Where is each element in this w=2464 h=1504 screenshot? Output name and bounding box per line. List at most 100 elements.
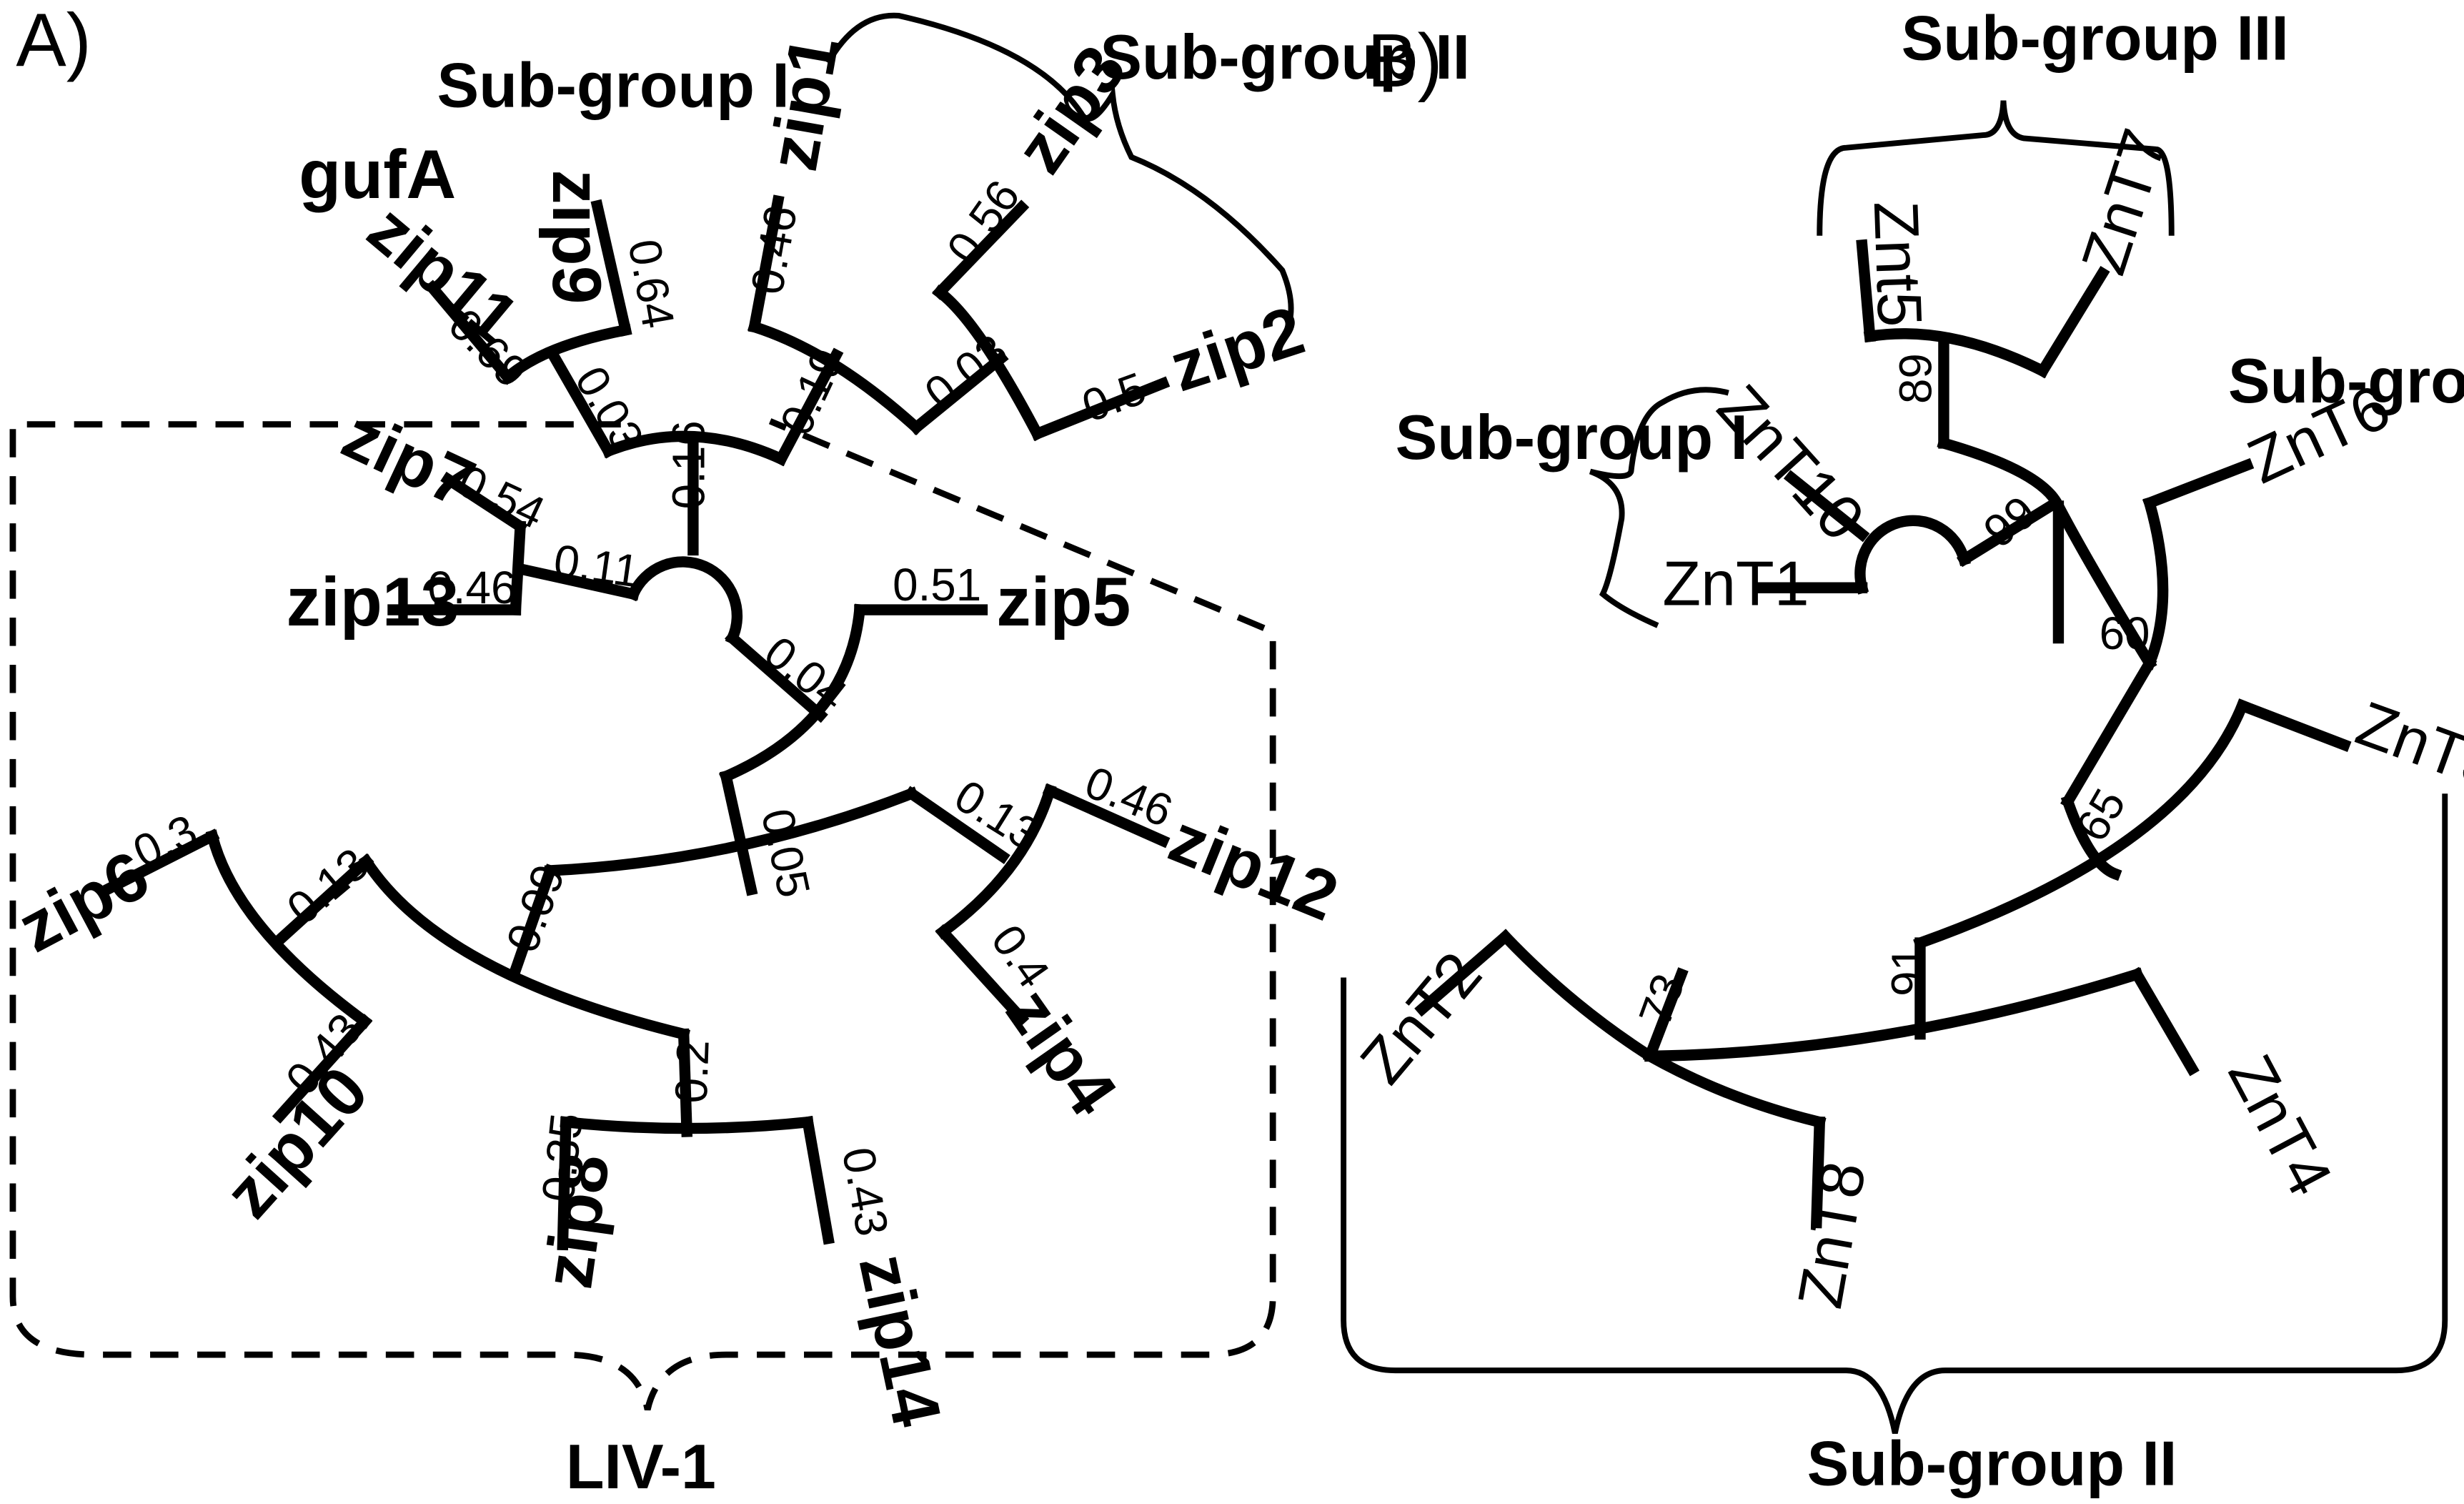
- bl-zip1: 0.46: [741, 202, 807, 298]
- branch-zip6-10-node: [275, 853, 374, 945]
- bl-zip9: 0.64: [618, 235, 684, 332]
- branch-node99: [1956, 498, 2059, 568]
- group-label-subgroup-ii-a: Sub-group II: [1100, 21, 1470, 92]
- bl-zip6-10-node: 0.13: [277, 838, 378, 934]
- branch-lower: [719, 769, 758, 896]
- leaf-gufA: gufA: [299, 136, 456, 213]
- branch-znt10: [1783, 470, 1870, 543]
- branch-znt3: [2235, 698, 2352, 753]
- branch-zip3-2-node: [908, 350, 1009, 435]
- arc-zip8-14: [560, 1116, 814, 1134]
- arc-zip1-clade: [747, 320, 924, 435]
- leaf-zip13: zip13: [286, 563, 459, 640]
- bl-zip14: 0.43: [833, 1144, 898, 1240]
- liv1-dashed-bracket: [9, 418, 1276, 1411]
- arc-node91: [1644, 967, 2144, 1062]
- branch-zip1: [747, 194, 785, 334]
- branch-node73: [1642, 967, 1689, 1064]
- bl-zip8: 0.35: [532, 1111, 592, 1204]
- branch-zip8: [557, 1116, 572, 1251]
- branch-zip8-14-node: [677, 1028, 693, 1137]
- group-label-subgroup-iii: Sub-group III: [1902, 3, 2289, 74]
- bl-lower: 0.05: [752, 804, 820, 901]
- bs-89: 89: [1889, 353, 1941, 404]
- bl-root-top: 0.16: [662, 420, 714, 509]
- leaf-znt3: ZnT3: [2348, 688, 2464, 804]
- panel-a-label: A): [16, 0, 91, 82]
- branch-znt5: [1856, 239, 1876, 342]
- branch-znt8: [1810, 1116, 1826, 1229]
- arc-zip12-4: [935, 783, 1057, 940]
- arc-node65-inner: [2060, 794, 2122, 881]
- branch-znt2: [1414, 929, 1514, 1017]
- leaf-zip2: zip2: [1161, 292, 1313, 407]
- group-label-subgroup-i-a: Sub-group I: [437, 50, 790, 121]
- leaf-zip14: zip14: [845, 1247, 956, 1433]
- bl-zip3: 0.56: [937, 171, 1030, 273]
- arc-zip5-node: [718, 603, 866, 784]
- branch-zip7-13-node: [513, 562, 640, 601]
- branch-left-node: [507, 864, 557, 981]
- panel-b: B): [1341, 3, 2464, 1499]
- panel-b-branches: [1414, 239, 2352, 1229]
- bl-zip8-14-node: 0.2: [665, 1039, 719, 1104]
- arc-zip3-2: [932, 285, 1045, 442]
- leaf-zip9: zip9: [538, 169, 615, 304]
- arc-node89: [1863, 328, 2050, 379]
- panel-a: A): [6, 0, 1470, 1502]
- arc-zip11-9: [500, 323, 632, 385]
- arc-top-node: [601, 430, 789, 467]
- bs-91: 91: [1882, 946, 1933, 996]
- bl-zip5: 0.51: [893, 559, 981, 610]
- bl-zip13: 0.46: [427, 562, 516, 613]
- panel-a-branch-lengths: 0.69 0.64 0.03 0.46 0.56 0.5 0.03 0.19 0…: [125, 171, 1179, 1240]
- panel-b-leaves: Znt5 ZnT7 ZnT10 ZnT1 ZnT6 ZnT3 ZnT2 ZnT8…: [1346, 121, 2464, 1313]
- branch-zip1-clade: [773, 347, 844, 467]
- bl-zip3-2-node: 0.03: [915, 324, 1016, 419]
- branch-znt6: [2142, 457, 2255, 510]
- panel-a-branches: [102, 194, 1171, 1251]
- leaf-znt1: ZnT1: [1662, 548, 1809, 618]
- root-arc-b: [1854, 515, 1971, 595]
- branch-node65: [2060, 655, 2157, 809]
- branch-zip7: [440, 471, 528, 535]
- branch-zip10: [272, 1014, 373, 1124]
- branch-znt7: [2035, 265, 2110, 379]
- branch-zip11-9-node: [545, 347, 616, 459]
- branch-zip2: [1030, 376, 1171, 441]
- arc-lower: [544, 786, 919, 877]
- leaf-zip5: zip5: [996, 563, 1131, 640]
- bl-zip7: 0.54: [450, 455, 552, 539]
- branch-zip5-node: [725, 630, 828, 723]
- leaf-zip8: zip8: [529, 1149, 624, 1292]
- branch-zip11: [424, 279, 516, 385]
- bl-zip2: 0.5: [1075, 362, 1153, 432]
- arc-znt6: [2142, 496, 2169, 671]
- branch-zip14: [801, 1115, 835, 1245]
- group-label-subgroup-i-b: Sub-group I: [1396, 402, 1748, 473]
- bl-zip7-13-node: 0.11: [551, 535, 642, 598]
- branch-zip4: [935, 924, 1030, 1026]
- subgroup-i-bracket-b: [1589, 387, 1729, 628]
- branch-znt4: [2129, 966, 2200, 1077]
- group-label-subgroup-iv: Sub-group IV: [2228, 345, 2464, 416]
- branch-zip6: [102, 828, 220, 896]
- arc-zip7-13: [510, 520, 527, 616]
- branch-zip3: [932, 199, 1030, 300]
- bs-60: 60: [2100, 608, 2150, 659]
- bl-left-node: 0.09: [496, 858, 575, 959]
- arc-zip6-10: [205, 829, 373, 1029]
- group-label-subgroup-ii-b: Sub-group II: [1807, 1428, 2177, 1499]
- subgroup-ii-bracket-b: [1341, 793, 2448, 1434]
- branch-zip12-4-node: [903, 786, 1010, 864]
- arc-node73: [1497, 929, 1827, 1129]
- subgroup-iii-bracket: [1817, 100, 2175, 236]
- subgroup-ii-bracket-a: [825, 12, 1294, 335]
- group-label-liv1: LIV-1: [566, 1431, 716, 1502]
- panel-a-leaves: gufA zip11 zip9 zip1 zip3 zip2 zip7 zip1…: [6, 30, 1348, 1433]
- leaf-znt4: ZnT4: [2215, 1044, 2347, 1207]
- leaf-zip4: zip4: [991, 974, 1131, 1129]
- leaf-znt5: Znt5: [1861, 200, 1936, 328]
- panel-b-label: B): [1367, 19, 1443, 103]
- arc-left-node: [358, 854, 691, 1041]
